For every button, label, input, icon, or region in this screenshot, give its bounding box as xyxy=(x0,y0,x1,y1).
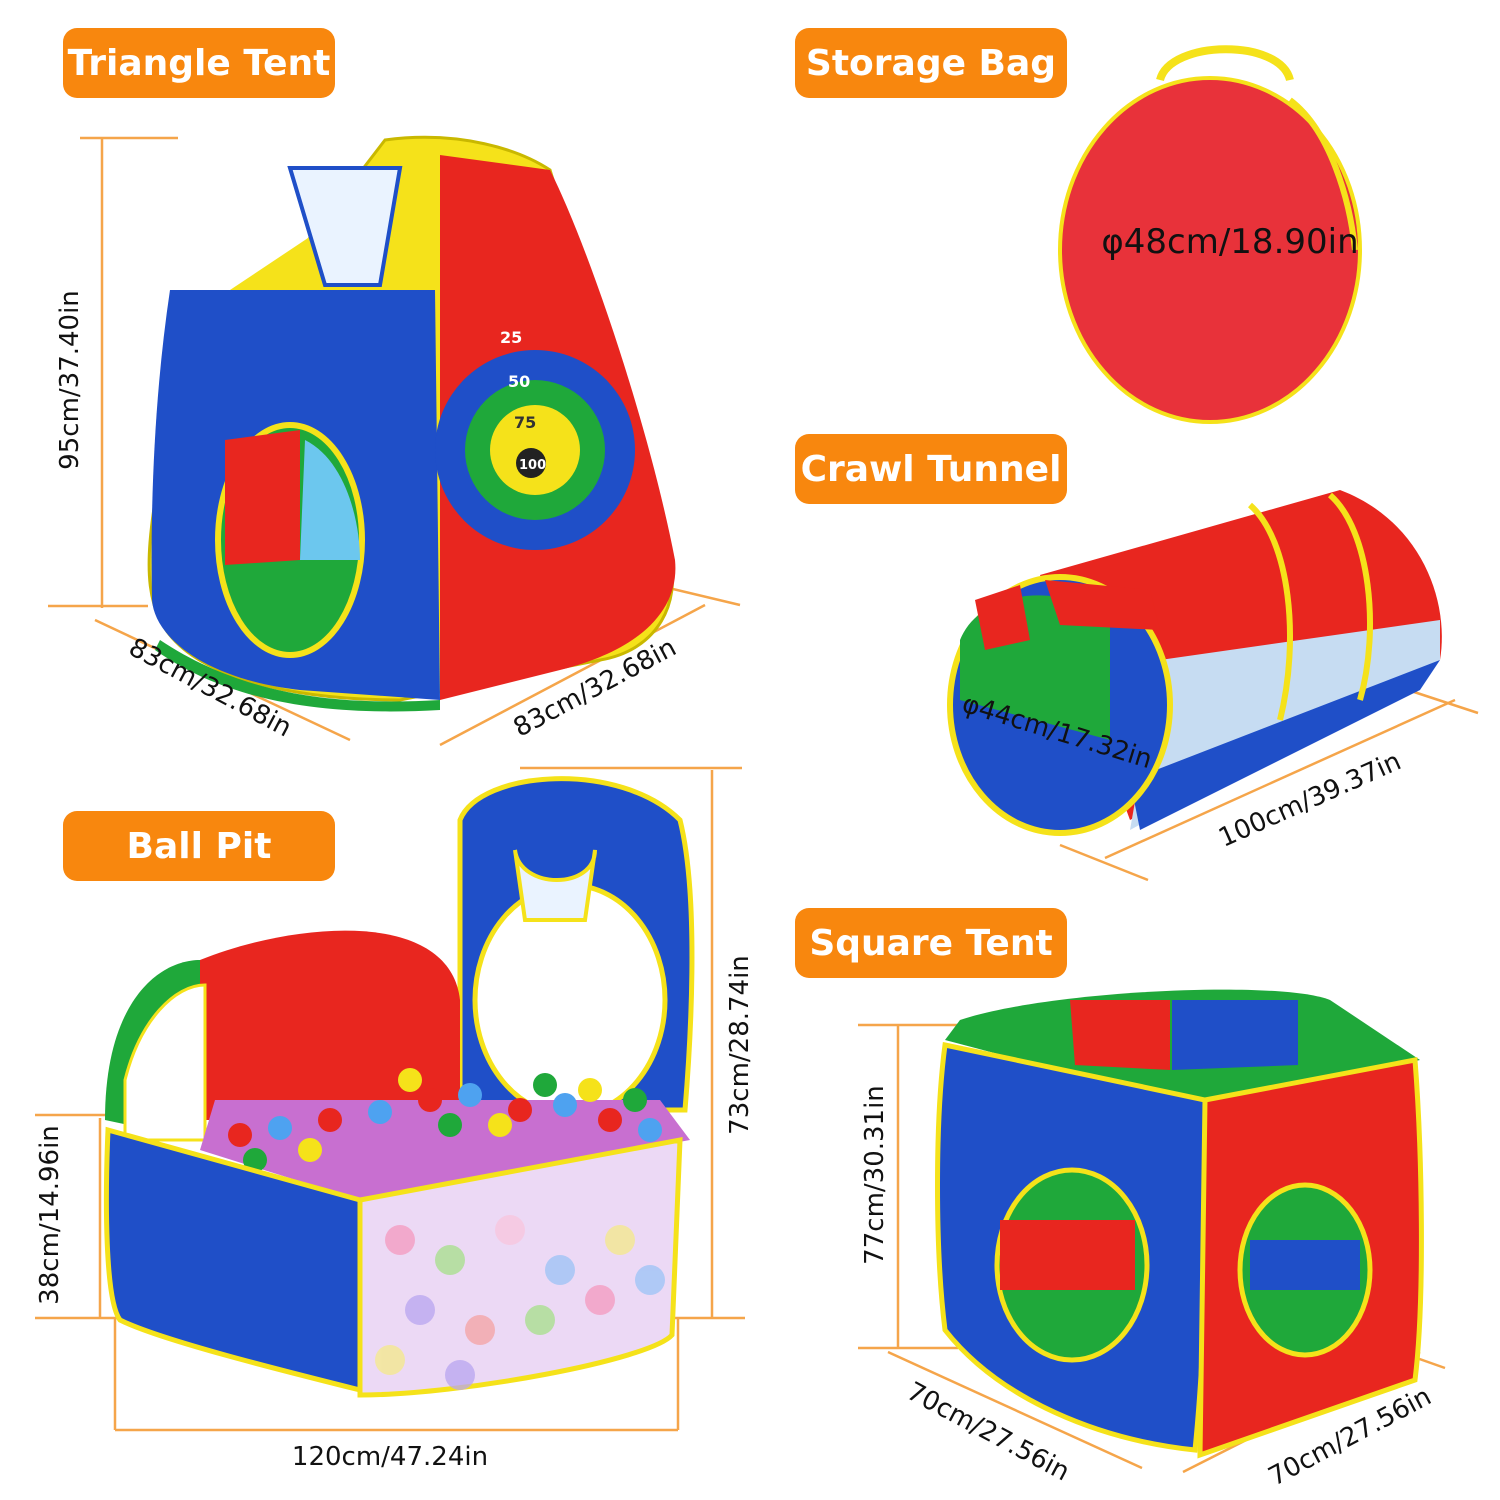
square-tent-height: 77cm/30.31in xyxy=(860,1085,890,1265)
ball-pit-height: 73cm/28.74in xyxy=(725,955,755,1135)
triangle-tent-height: 95cm/37.40in xyxy=(55,290,85,470)
target-scores: 25 50 75 100 xyxy=(500,328,546,473)
score-50: 50 xyxy=(508,372,530,391)
score-75: 75 xyxy=(514,413,536,432)
storage-bag-label: Storage Bag xyxy=(795,28,1067,98)
square-tent-art xyxy=(935,989,1424,1459)
storage-bag-art xyxy=(1058,45,1362,424)
ball-pit-wall-height: 38cm/14.96in xyxy=(35,1125,65,1305)
ball-pit-label: Ball Pit xyxy=(63,811,335,881)
score-25: 25 xyxy=(500,328,522,347)
score-100: 100 xyxy=(519,458,546,473)
storage-bag-diameter: φ48cm/18.90in xyxy=(1101,222,1359,262)
ball-pit-art xyxy=(103,776,695,1398)
triangle-tent-art xyxy=(147,135,676,712)
square-tent-label: Square Tent xyxy=(795,908,1067,978)
crawl-tunnel-label: Crawl Tunnel xyxy=(795,434,1067,504)
crawl-tunnel-art xyxy=(947,490,1442,836)
triangle-tent-label: Triangle Tent xyxy=(63,28,335,98)
ball-pit-length: 120cm/47.24in xyxy=(291,1442,489,1472)
